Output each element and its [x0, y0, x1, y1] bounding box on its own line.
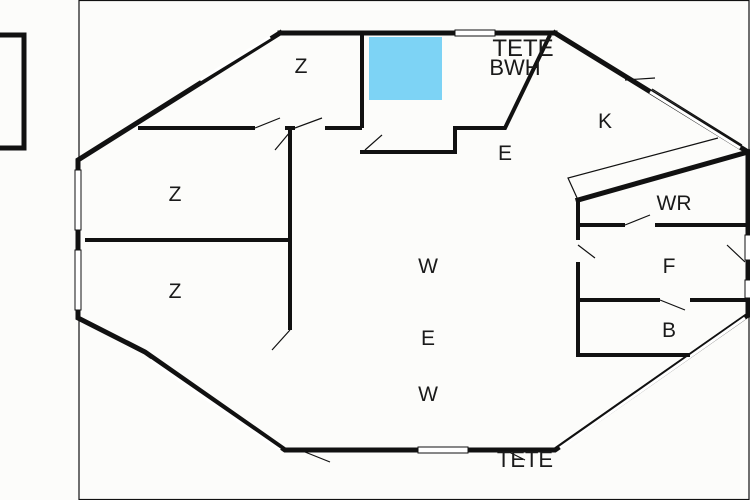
side-fragment-wall — [0, 32, 27, 151]
room-label-b: B — [662, 319, 676, 342]
door-swings — [254, 77, 746, 463]
room-label-entry-top: E — [498, 142, 512, 165]
room-label-tete-bottom: TETE — [497, 447, 553, 472]
room-label-bedroom-top: Z — [295, 55, 308, 78]
room-label-living-e: E — [421, 327, 435, 350]
room-label-f: F — [663, 255, 676, 278]
room-label-tete-top: TETE — [492, 35, 553, 62]
room-label-living-w2: W — [418, 383, 438, 406]
room-label-bedroom-low: Z — [169, 280, 182, 303]
windows — [74, 29, 750, 454]
room-label-wr: WR — [657, 192, 692, 215]
shower-area — [369, 37, 442, 100]
room-label-kitchen: K — [598, 110, 612, 133]
room-label-bedroom-mid: Z — [169, 183, 182, 206]
interior-walls — [85, 34, 750, 357]
room-label-living-w1: W — [418, 255, 438, 278]
room-label-bathroom: BWH — [489, 55, 540, 80]
